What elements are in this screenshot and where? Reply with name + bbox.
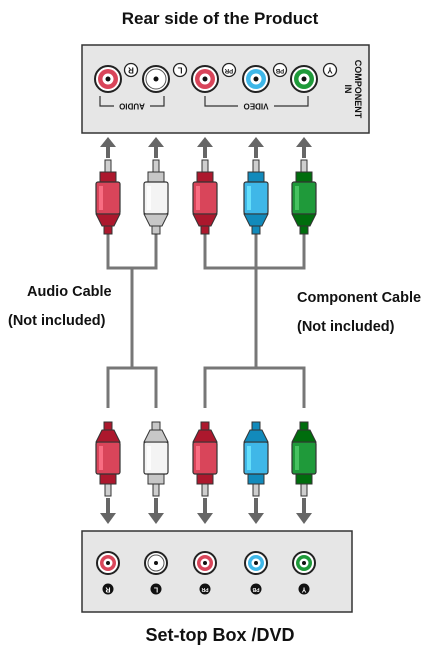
rear-side-title: Rear side of the Product	[121, 9, 319, 28]
rear-jack-video-pb	[242, 65, 270, 93]
audio-cable-label: Audio Cable	[27, 284, 112, 300]
bottom-plug-video-y	[291, 421, 317, 497]
top-plug-video-y	[291, 159, 317, 235]
bottom-plugs	[95, 421, 317, 497]
settop-letter-r: R	[102, 583, 114, 595]
settop-letter-pb: PB	[250, 583, 262, 595]
component-cable-note: (Not included)	[297, 319, 395, 335]
settop-jack-y	[292, 551, 316, 575]
rear-panel: R L PR PB Y AUDIO	[81, 44, 370, 134]
settop-jack-pb	[244, 551, 268, 575]
rear-jack-audio-r	[94, 65, 122, 93]
top-plug-video-pb	[243, 159, 269, 235]
audio-group-label: AUDIO	[119, 102, 145, 111]
component-wire-bottom	[203, 366, 306, 408]
svg-text:PR: PR	[224, 67, 233, 73]
svg-text:PB: PB	[275, 67, 284, 73]
svg-text:R: R	[105, 586, 110, 593]
top-arrows	[100, 137, 312, 158]
svg-text:R: R	[128, 66, 134, 75]
settop-letter-y: Y	[298, 583, 310, 595]
bottom-plug-video-pb	[243, 421, 269, 497]
component-in-label-1: COMPONENT	[353, 60, 363, 119]
component-in-label-2: IN	[343, 85, 353, 94]
bottom-plug-video-pr	[192, 421, 218, 497]
bottom-plug-audio-r	[95, 421, 121, 497]
rear-letter-l: L	[172, 62, 188, 78]
rear-jack-video-pr	[191, 65, 219, 93]
component-cable-label: Component Cable	[297, 290, 422, 306]
arrow-up-3	[197, 137, 213, 158]
arrow-up-5	[296, 137, 312, 158]
svg-text:PB: PB	[252, 586, 259, 592]
audio-cable-note: (Not included)	[8, 313, 106, 329]
settop-letter-l: L	[150, 583, 162, 595]
top-plug-audio-r	[95, 159, 121, 235]
rear-letter-pr: PR	[221, 62, 237, 78]
rear-letter-pb: PB	[272, 62, 288, 78]
settop-panel: R L PR PB Y	[81, 530, 353, 613]
rear-letter-r: R	[123, 62, 139, 78]
settop-jack-l	[144, 551, 168, 575]
svg-text:PR: PR	[201, 586, 208, 592]
arrow-down-4	[248, 498, 264, 524]
settop-jack-r	[96, 551, 120, 575]
audio-wire-top	[106, 230, 158, 270]
settop-jack-pr	[193, 551, 217, 575]
svg-text:Y: Y	[301, 586, 306, 593]
bottom-arrows	[100, 498, 312, 524]
arrow-up-1	[100, 137, 116, 158]
rear-jack-video-y	[290, 65, 318, 93]
svg-text:L: L	[153, 586, 158, 593]
arrow-down-3	[197, 498, 213, 524]
arrow-up-4	[248, 137, 264, 158]
cable-wires	[106, 230, 306, 408]
arrow-up-2	[148, 137, 164, 158]
bottom-plug-audio-l	[143, 421, 169, 497]
arrow-down-2	[148, 498, 164, 524]
arrow-down-1	[100, 498, 116, 524]
rear-jack-audio-l	[142, 65, 170, 93]
video-group-label: VIDEO	[244, 102, 269, 111]
settop-letter-pr: PR	[199, 583, 211, 595]
top-plugs	[95, 159, 317, 235]
top-plug-audio-l	[143, 159, 169, 235]
audio-wire-bottom	[106, 366, 158, 408]
rear-letter-y: Y	[322, 62, 338, 78]
settop-box-title: Set-top Box /DVD	[145, 625, 295, 645]
rear-panel-body	[81, 44, 370, 134]
top-plug-video-pr	[192, 159, 218, 235]
svg-text:Y: Y	[327, 66, 333, 75]
svg-text:L: L	[177, 66, 182, 75]
arrow-down-5	[296, 498, 312, 524]
